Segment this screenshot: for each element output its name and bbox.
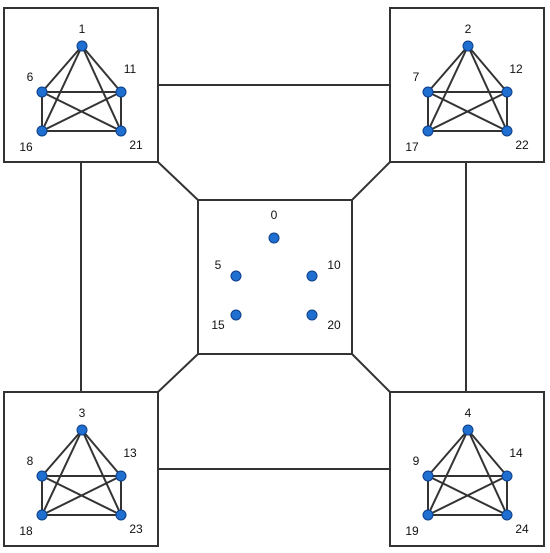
node-label-14: 14 <box>509 446 523 460</box>
edge-2-7 <box>427 45 469 93</box>
node-13 <box>115 470 127 482</box>
node-label-8: 8 <box>27 454 34 468</box>
box-connectors <box>80 84 467 470</box>
node-label-22: 22 <box>515 138 529 152</box>
node-8 <box>36 470 48 482</box>
node-label-2: 2 <box>465 22 472 36</box>
edges-layer <box>41 45 508 516</box>
edge-11-16 <box>41 91 122 132</box>
node-4 <box>462 424 474 436</box>
node-label-4: 4 <box>465 406 472 420</box>
node-label-23: 23 <box>129 522 143 536</box>
node-6 <box>36 86 48 98</box>
node-22 <box>501 125 513 137</box>
edge-3-23 <box>81 429 122 516</box>
cluster-box-top-left <box>3 7 159 163</box>
node-5 <box>230 270 242 282</box>
node-24 <box>501 509 513 521</box>
cluster-box-bottom-right <box>389 391 545 547</box>
node-9 <box>422 470 434 482</box>
connector-center-tr <box>351 161 391 201</box>
node-7 <box>422 86 434 98</box>
connector-center-br <box>351 353 391 393</box>
node-10 <box>306 270 318 282</box>
node-3 <box>76 424 88 436</box>
node-label-20: 20 <box>327 318 341 332</box>
node-label-10: 10 <box>327 258 341 272</box>
node-label-19: 19 <box>405 524 419 538</box>
node-label-13: 13 <box>123 446 137 460</box>
node-label-11: 11 <box>124 62 137 76</box>
edge-1-16 <box>41 45 83 132</box>
node-11 <box>115 86 127 98</box>
edge-13-18 <box>41 475 122 516</box>
node-label-9: 9 <box>413 454 420 468</box>
edge-12-17 <box>427 91 508 132</box>
center-box <box>197 199 353 355</box>
node-0 <box>268 232 280 244</box>
cluster-box-top-right <box>389 7 545 163</box>
node-label-1: 1 <box>79 22 86 36</box>
node-15 <box>230 309 242 321</box>
node-label-12: 12 <box>509 62 523 76</box>
edge-4-9 <box>427 429 469 477</box>
edge-4-14 <box>467 429 508 477</box>
node-label-7: 7 <box>413 70 420 84</box>
node-label-6: 6 <box>27 70 34 84</box>
node-label-21: 21 <box>129 138 143 152</box>
edge-2-17 <box>427 45 469 132</box>
node-label-5: 5 <box>215 258 222 272</box>
edge-3-13 <box>81 429 122 477</box>
node-12 <box>501 86 513 98</box>
edge-1-11 <box>81 45 122 93</box>
edge-1-21 <box>81 45 122 132</box>
node-label-0: 0 <box>271 208 278 222</box>
node-19 <box>422 509 434 521</box>
nodes-layer <box>36 40 513 521</box>
edge-14-19 <box>427 475 508 516</box>
node-label-16: 16 <box>19 140 33 154</box>
edge-2-12 <box>467 45 508 93</box>
node-14 <box>501 470 513 482</box>
edge-3-18 <box>41 429 83 516</box>
edge-4-19 <box>427 429 469 516</box>
node-label-3: 3 <box>79 406 86 420</box>
node-2 <box>462 40 474 52</box>
node-label-15: 15 <box>211 318 225 332</box>
node-20 <box>306 309 318 321</box>
node-18 <box>36 509 48 521</box>
node-21 <box>115 125 127 137</box>
edge-2-22 <box>467 45 508 132</box>
edge-4-24 <box>467 429 508 516</box>
node-label-17: 17 <box>405 140 419 154</box>
connector-center-bl <box>157 353 199 393</box>
node-23 <box>115 509 127 521</box>
connector-center-tl <box>157 161 199 201</box>
edge-1-6 <box>41 45 83 93</box>
node-label-24: 24 <box>515 522 529 536</box>
node-16 <box>36 125 48 137</box>
node-label-18: 18 <box>19 524 33 538</box>
node-1 <box>76 40 88 52</box>
edge-3-8 <box>41 429 83 477</box>
cluster-box-bottom-left <box>3 391 159 547</box>
node-17 <box>422 125 434 137</box>
